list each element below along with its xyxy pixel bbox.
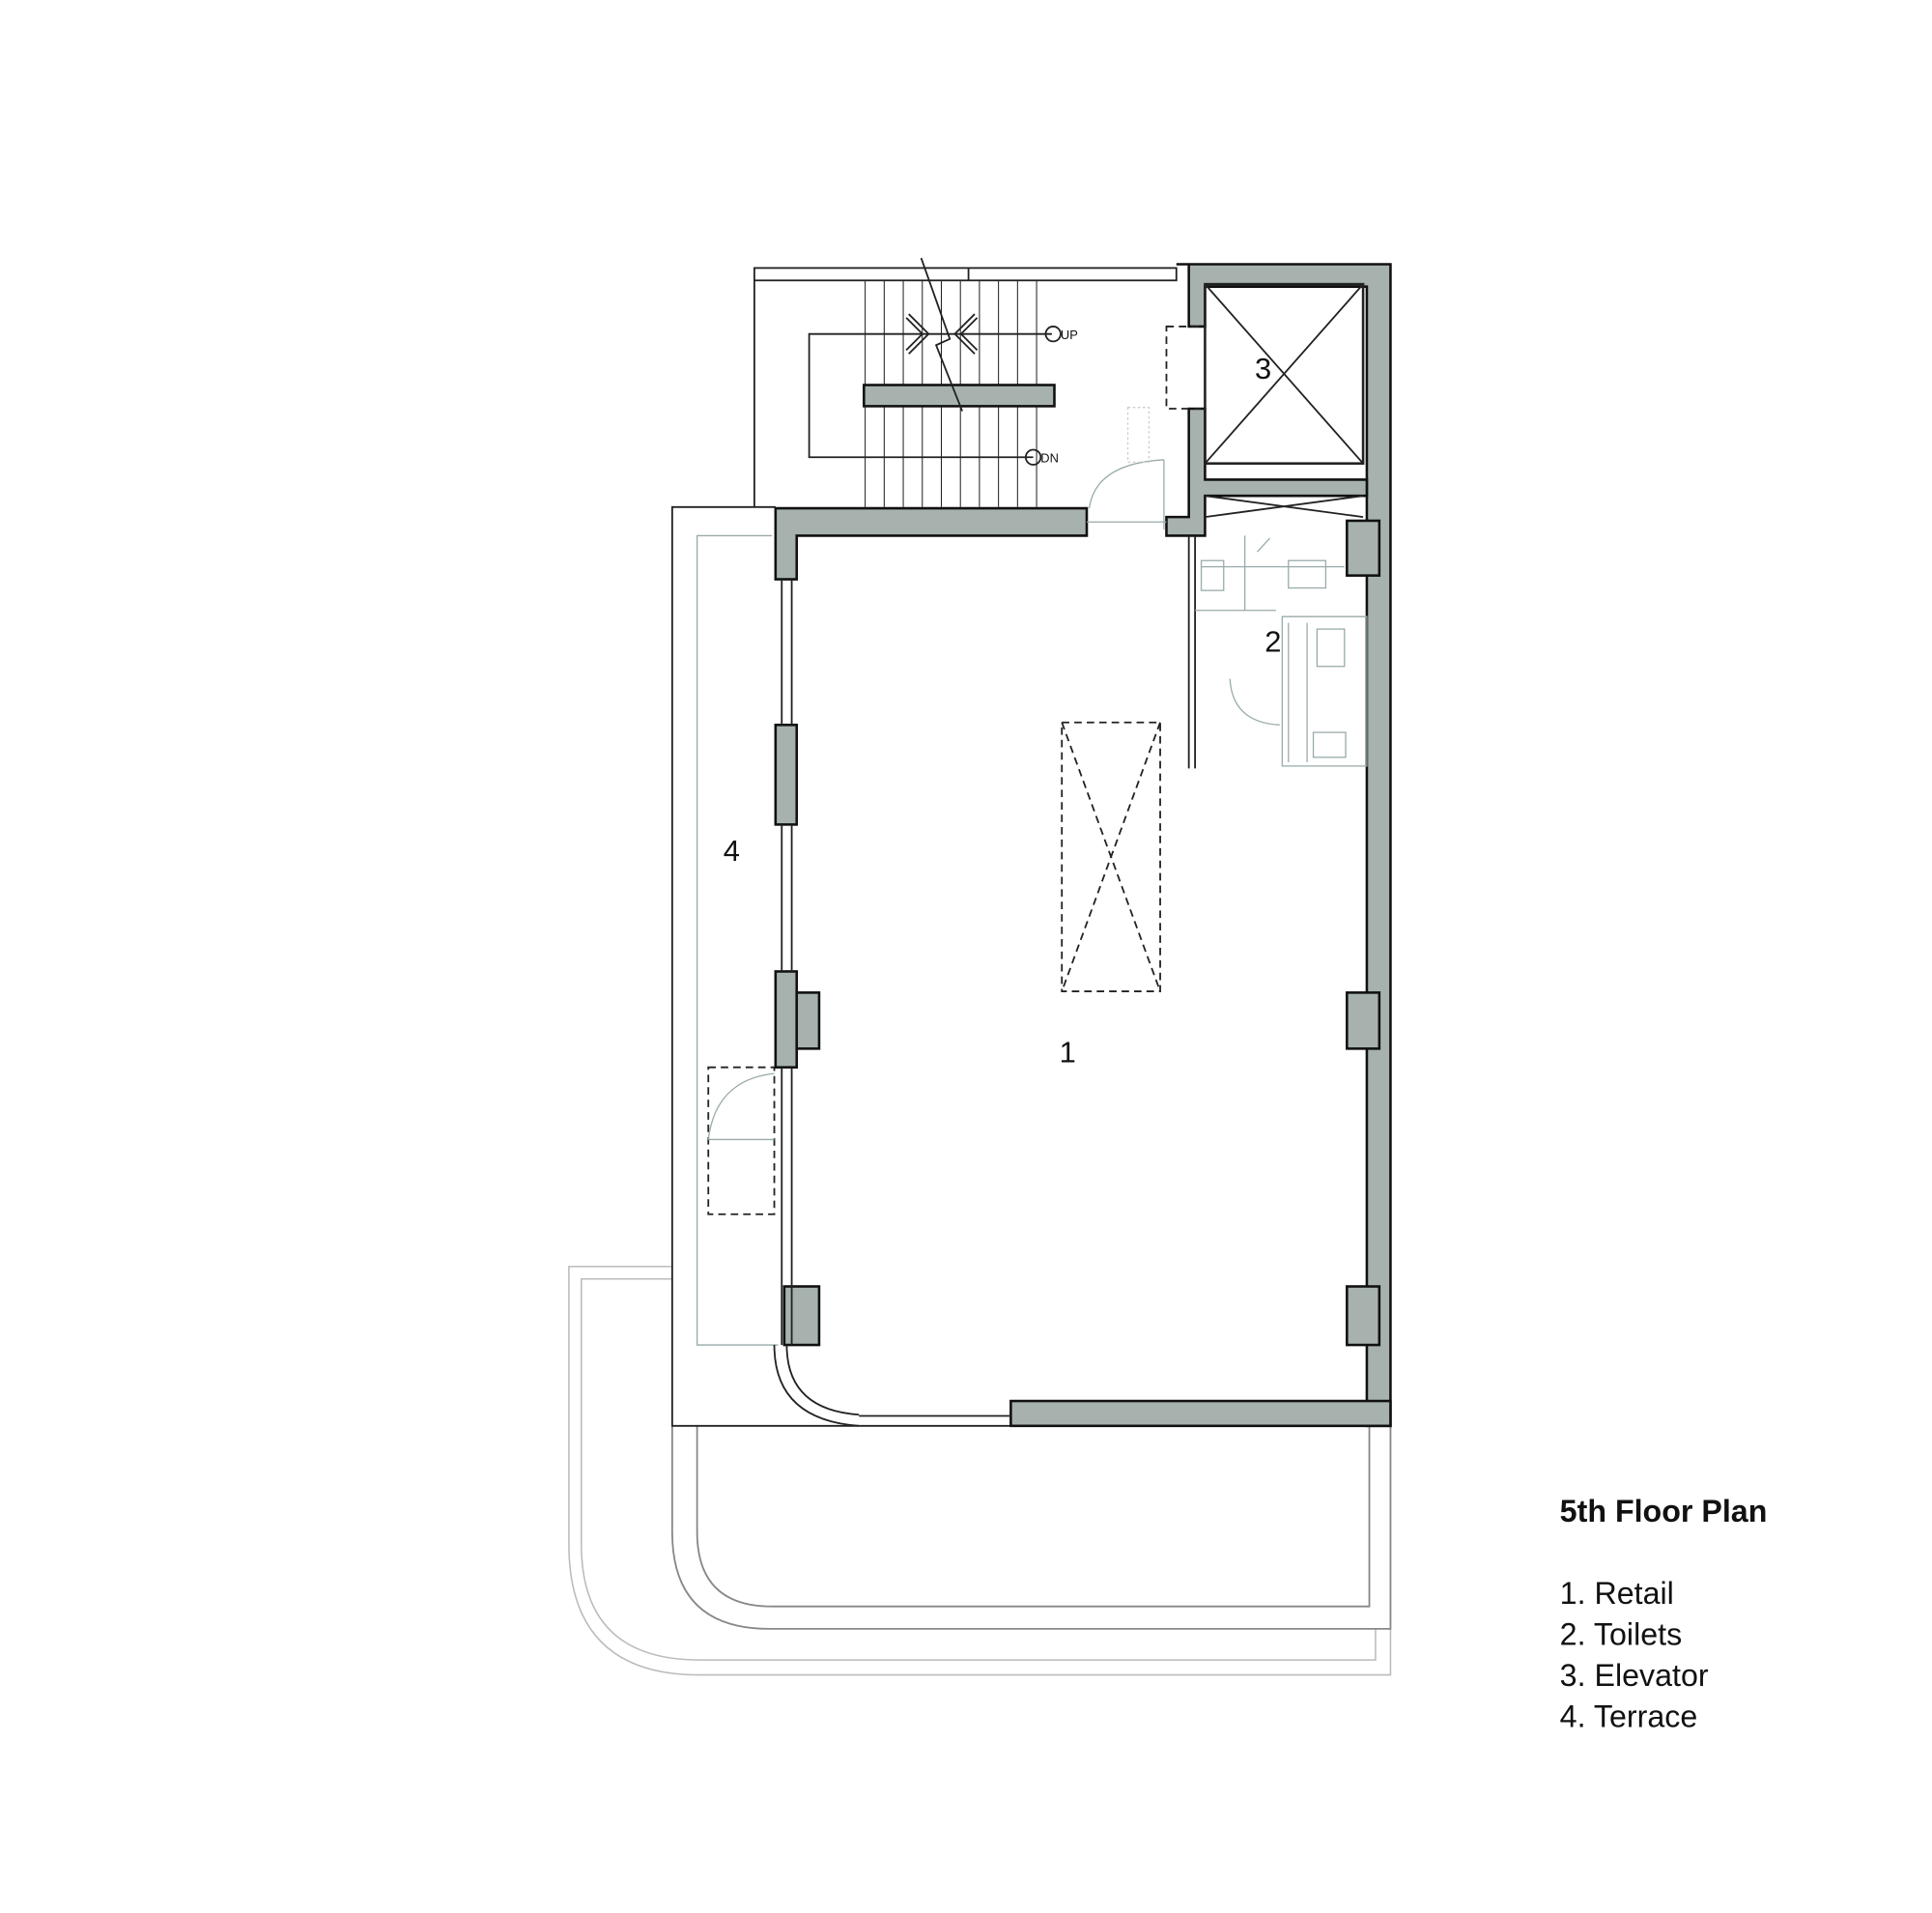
elevator-core: 3 [1165, 263, 1392, 1428]
lower-ledge [568, 1266, 1392, 1676]
stair-down-label: DN [1040, 450, 1059, 465]
void-opening [1061, 721, 1161, 992]
legend-item: 4. Terrace [1560, 1699, 1698, 1734]
stair: UP DN [753, 257, 1178, 529]
legend-item: 3. Elevator [1560, 1658, 1709, 1693]
retail-tag: 1 [1060, 1036, 1076, 1070]
elevator-tag: 3 [1255, 352, 1271, 385]
legend-item: 2. Toilets [1560, 1617, 1683, 1652]
terrace-tag: 4 [724, 834, 740, 868]
legend: 5th Floor Plan 1. Retail 2. Toilets 3. E… [1560, 1494, 1768, 1734]
stair-up-label: UP [1061, 328, 1078, 342]
retail-walls [773, 506, 1392, 1428]
plan-title: 5th Floor Plan [1560, 1494, 1768, 1528]
legend-item: 1. Retail [1560, 1576, 1674, 1611]
toilets: 2 [1187, 535, 1368, 769]
terrace-area [670, 505, 860, 1427]
toilets-tag: 2 [1264, 624, 1281, 658]
